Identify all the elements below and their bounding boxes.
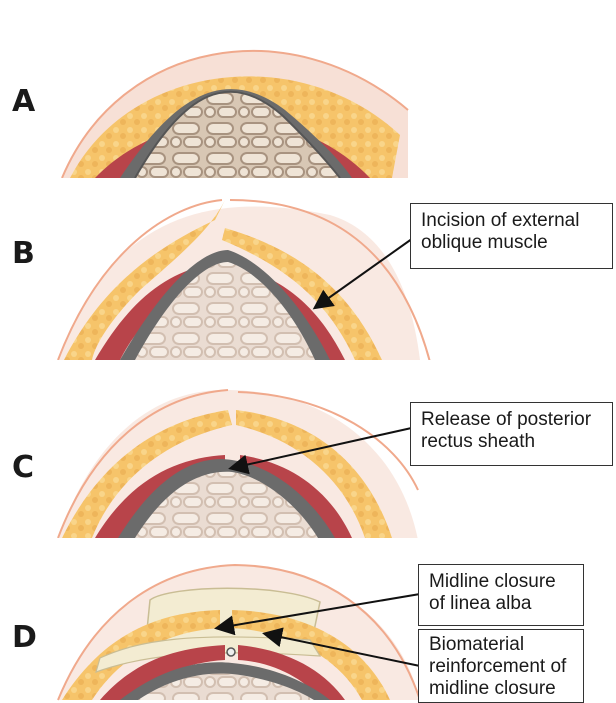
callout-line: midline closure: [429, 678, 573, 700]
panel-d-illustration: [58, 565, 420, 700]
callout-line: Midline closure: [429, 571, 573, 593]
panel-label-b: B: [12, 236, 35, 271]
callout-biomaterial-reinforcement: Biomaterial reinforcement of midline clo…: [418, 629, 584, 703]
callout-line: Incision of external: [421, 210, 602, 232]
callout-line: Biomaterial: [429, 634, 573, 656]
panel-a-illustration: [40, 51, 440, 198]
callout-midline-closure: Midline closure of linea alba: [418, 564, 584, 626]
callout-line: rectus sheath: [421, 431, 602, 453]
callout-line: oblique muscle: [421, 232, 602, 254]
callout-line: of linea alba: [429, 593, 573, 615]
callout-release-posterior-rectus-sheath: Release of posterior rectus sheath: [410, 402, 613, 466]
callout-line: reinforcement of: [429, 656, 573, 678]
panel-label-a: A: [12, 84, 35, 119]
panel-label-c: C: [12, 450, 34, 485]
callout-line: Release of posterior: [421, 409, 602, 431]
callout-incision-external-oblique: Incision of external oblique muscle: [410, 203, 613, 269]
panel-b-illustration: [40, 200, 440, 378]
panel-label-d: D: [12, 620, 37, 655]
panel-c-illustration: [40, 390, 440, 554]
